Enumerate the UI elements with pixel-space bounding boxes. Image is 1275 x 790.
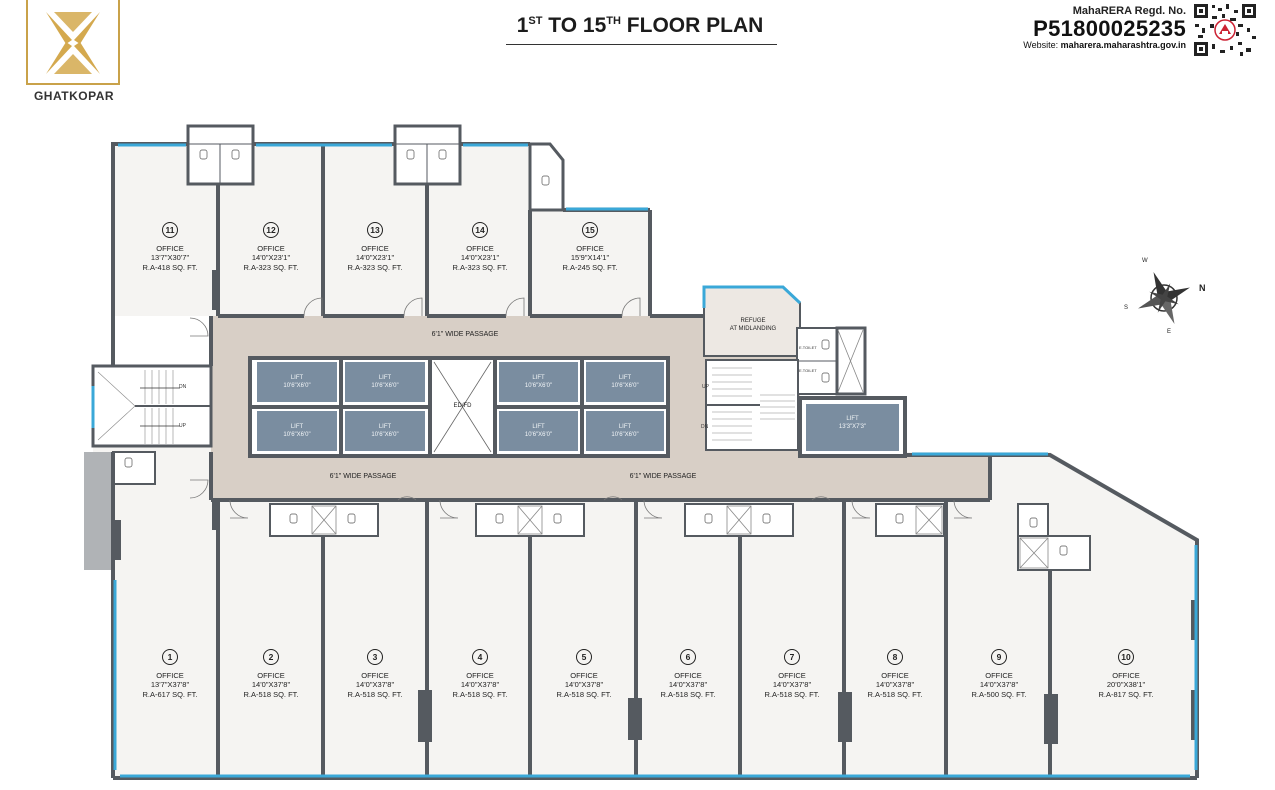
- fire-duct-label: ED/FD: [453, 403, 472, 409]
- compass-icon: [1138, 272, 1190, 324]
- compass-w: W: [1142, 258, 1148, 264]
- service-block: [84, 452, 113, 570]
- title-underline: [506, 44, 777, 45]
- glazing-bottom: [113, 452, 1198, 778]
- toilet-label: E.TOILET: [799, 368, 817, 373]
- stair-dn-label: DN: [701, 424, 709, 430]
- page-title: 1ST TO 15TH FLOOR PLAN: [516, 14, 764, 37]
- stair-up-label: UP: [179, 423, 186, 429]
- qr-code-icon: [1192, 2, 1258, 58]
- logo-icon: [26, 0, 120, 86]
- logo-text: GHATKOPAR: [33, 89, 115, 103]
- glass-edge: [702, 285, 802, 308]
- rera-label: MahaRERA Regd. No.: [1072, 5, 1186, 17]
- glazing-top: [118, 143, 648, 211]
- toilet-label: E.TOILET: [799, 345, 817, 350]
- compass-e: E: [1167, 329, 1172, 335]
- toilet-fixtures: [289, 513, 1068, 556]
- compass-n: N: [1199, 283, 1206, 293]
- stair-dn-label: DN: [179, 384, 187, 390]
- rera-website: Website: maharera.maharashtra.gov.in: [1023, 40, 1186, 50]
- passage-label: 6'1" WIDE PASSAGE: [629, 473, 697, 480]
- stair-up-label: UP: [702, 384, 709, 390]
- rera-number: P51800025235: [1033, 16, 1186, 41]
- passage-label: 6'1" WIDE PASSAGE: [329, 473, 397, 480]
- lift-core: [248, 356, 907, 458]
- compass-s: S: [1124, 305, 1129, 311]
- duct-crosses: [311, 329, 1049, 569]
- door-swings: [189, 297, 973, 519]
- staircase-left: [91, 364, 213, 448]
- passage-label: 6'1" WIDE PASSAGE: [431, 331, 499, 338]
- staircase-right: [705, 359, 799, 451]
